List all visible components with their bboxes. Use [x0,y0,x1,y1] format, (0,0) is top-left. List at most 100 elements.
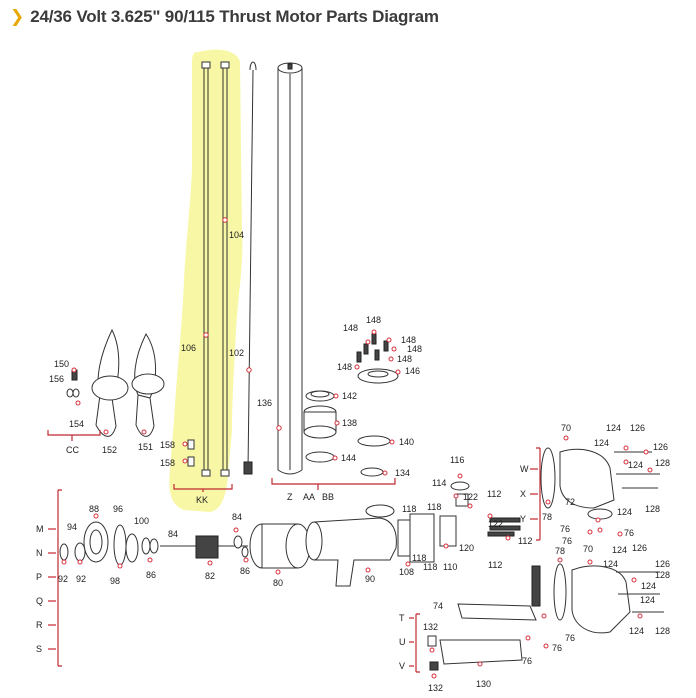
collar-144 [305,451,338,463]
label-156: 156 [49,374,64,384]
label-118-b: 118 [427,502,441,512]
label-126-a: 126 [630,423,645,433]
propeller-151 [131,333,165,437]
row-ticks-left [48,528,56,650]
label-124-f: 124 [603,559,618,569]
motor-housing-90 [305,504,397,587]
label-124-g: 124 [641,581,656,591]
armature-82 [160,535,248,566]
label-84-b: 84 [232,512,242,522]
label-86-a: 86 [146,570,156,580]
chevron-right-icon: ❯ [10,7,25,27]
label-108: 108 [399,567,414,577]
label-124-d: 124 [617,507,632,517]
label-122-b: 122 [488,519,503,529]
label-158a: 158 [160,440,175,450]
label-100: 100 [134,516,149,526]
row-letter-m: M [36,524,44,534]
label-148-b: 148 [343,323,358,333]
label-136: 136 [257,398,272,408]
label-90: 90 [365,574,375,584]
group-label-aa: AA [303,492,315,502]
pin-158-bottom [182,456,195,467]
label-128-b: 128 [645,504,660,514]
label-76-b: 76 [562,536,572,546]
propeller-152 [91,328,129,437]
label-152: 152 [102,445,117,455]
label-134: 134 [395,468,410,478]
collar-142 [305,390,339,402]
group-label-kk: KK [196,495,208,505]
label-70-b: 70 [583,544,593,554]
row-letter-r: R [36,620,43,630]
label-148-c: 148 [401,335,416,345]
cable-102 [243,61,257,475]
label-76-c: 76 [624,528,634,538]
row-letter-u: U [399,637,406,647]
row-letter-n: N [36,548,43,558]
row-letter-y: Y [520,514,526,524]
label-140: 140 [399,437,414,447]
label-76-a: 76 [560,524,570,534]
label-148-a: 148 [366,315,381,325]
label-112-a: 112 [487,489,501,499]
lower-unit-top-right [540,435,660,537]
label-84-a: 84 [168,529,178,539]
label-112-c: 112 [488,560,502,570]
label-94: 94 [67,522,77,532]
label-76-f: 76 [522,656,532,666]
row-ticks-right-bottom [409,617,414,667]
label-126-c: 126 [632,543,647,553]
label-130: 130 [476,679,491,689]
label-118-a: 118 [402,504,416,514]
label-116: 116 [450,455,464,465]
lower-unit-bottom-right [427,557,664,679]
row-letter-t: T [399,613,405,623]
label-112-b: 112 [518,536,532,546]
label-86-b: 86 [240,566,250,576]
small-parts-84-86 [233,527,249,563]
row-letter-x: X [520,489,526,499]
label-122-a: 122 [463,492,478,502]
label-124-i: 124 [629,626,644,636]
label-72: 72 [565,497,575,507]
row-letter-v: V [399,661,405,671]
label-124-a: 124 [606,423,621,433]
composite-shafts [201,61,230,477]
label-96: 96 [113,504,123,514]
label-70-a: 70 [561,423,571,433]
label-132-b: 132 [428,683,443,693]
label-124-h: 124 [640,595,655,605]
group-label-cc: CC [66,445,79,455]
label-110: 110 [443,562,457,572]
pin-158-top [182,439,195,450]
label-148-e: 148 [397,354,412,364]
label-148-f: 148 [337,362,352,372]
label-80: 80 [273,578,283,588]
label-146: 146 [405,366,420,376]
label-150: 150 [54,359,69,369]
lower-unit-left-parts [59,513,159,569]
group-label-bb: BB [322,492,334,502]
row-letter-q: Q [36,596,43,606]
label-126-d: 126 [655,559,670,569]
label-124-b: 124 [594,438,609,448]
label-78-a: 78 [542,512,552,522]
label-120: 120 [459,543,474,553]
label-92-b: 92 [76,574,86,584]
label-158b: 158 [160,458,175,468]
label-132-a: 132 [423,622,438,632]
label-154: 154 [69,419,84,429]
label-76-d: 76 [565,633,575,643]
o-ring-140 [357,435,395,447]
label-102: 102 [229,348,244,358]
label-92-a: 92 [58,574,68,584]
small-parts-150-156-154 [66,367,81,406]
row-letter-p: P [36,572,42,582]
label-138: 138 [342,418,357,428]
label-128-c: 128 [655,570,670,580]
label-106: 106 [181,343,196,353]
label-126-b: 126 [653,442,668,452]
label-128-a: 128 [655,458,670,468]
